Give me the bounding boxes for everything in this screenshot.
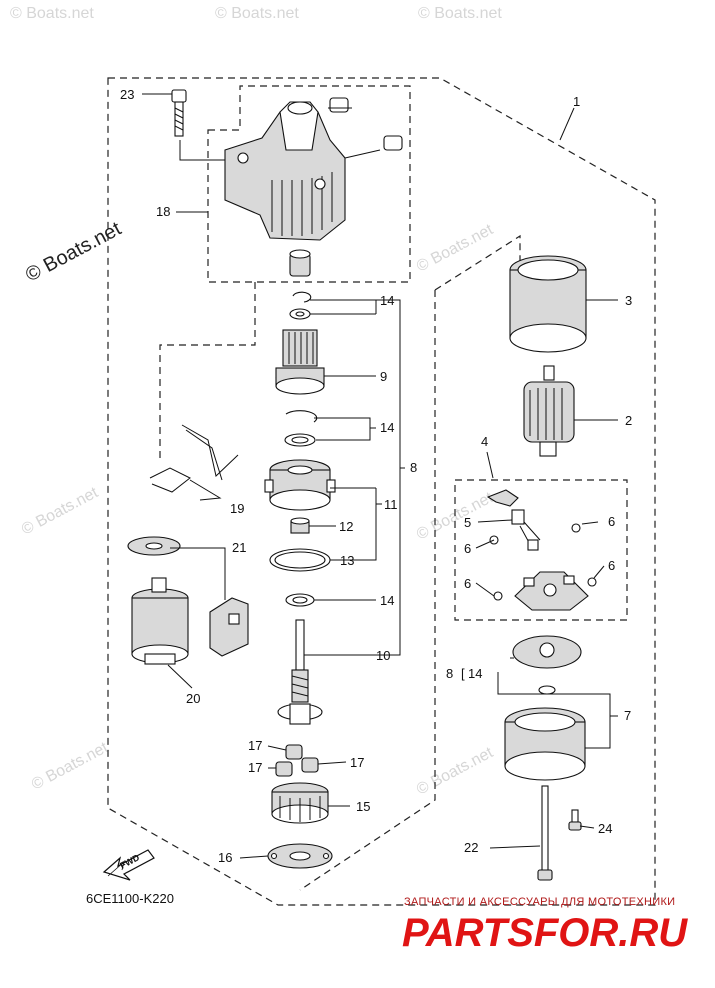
assembly-1-outline <box>107 77 656 906</box>
callout-5: 5 <box>464 515 471 530</box>
callout-13: 13 <box>340 553 354 568</box>
part-19-spring <box>149 424 239 493</box>
watermark: © Boats.net <box>10 5 94 22</box>
callout-8: 8 <box>446 666 453 681</box>
part-5-brush-lead <box>486 489 541 551</box>
callout-2: 2 <box>625 413 632 428</box>
callout-7: 7 <box>624 708 631 723</box>
leader <box>179 140 240 161</box>
assembly-guide-right-lower <box>299 290 436 891</box>
part-3-yoke <box>509 255 587 353</box>
part-9-pinion-gear <box>275 329 325 395</box>
watermark: © Boats.net <box>215 5 299 22</box>
callout-bracket: [ <box>461 666 465 681</box>
callout-6: 6 <box>464 576 471 591</box>
callout-6: 6 <box>608 514 615 529</box>
callout-17: 17 <box>248 738 262 753</box>
part-24-screw <box>568 809 582 831</box>
callout-18: 18 <box>156 204 170 219</box>
callout-14: 14 <box>380 293 394 308</box>
watermark-layer: © Boats.net © Boats.net © Boats.net © Bo… <box>10 5 502 799</box>
watermark: © Boats.net <box>418 5 502 22</box>
assembly-4-outline <box>454 479 628 621</box>
callout-20: 20 <box>186 691 200 706</box>
brand-logo-text: PARTSFOR.RU <box>402 911 688 955</box>
part-14-washer-hole <box>292 596 308 604</box>
part-20-solenoid <box>131 577 189 665</box>
diagram-code: 6CE1100-K220 <box>86 891 174 906</box>
callout-6: 6 <box>608 558 615 573</box>
callout-9: 9 <box>380 369 387 384</box>
watermark: © Boats.net <box>414 221 496 276</box>
callout-23: 23 <box>120 87 134 102</box>
callout-14: 14 <box>380 593 394 608</box>
callout-6: 6 <box>464 541 471 556</box>
part-15-internal-gear <box>271 782 329 824</box>
brand-tagline: ЗАПЧАСТИ И АКСЕССУАРЫ ДЛЯ МОТОТЕХНИКИ <box>404 896 675 908</box>
callout-numbers: 23 18 14 9 14 8 11 12 13 14 10 17 17 17 … <box>120 87 632 865</box>
callout-4: 4 <box>481 434 488 449</box>
callout-10: 10 <box>376 648 390 663</box>
part-23-bolt <box>171 89 187 137</box>
assembly-guide-left <box>159 282 256 460</box>
part-22-through-bolt <box>537 785 553 881</box>
callout-3: 3 <box>625 293 632 308</box>
part-16-plate <box>267 843 333 869</box>
part-14-washer-hole <box>295 311 305 317</box>
watermark: © Boats.net <box>19 484 101 539</box>
part-14-washer-hole <box>291 436 309 444</box>
callout-17: 17 <box>350 755 364 770</box>
part-14-washer <box>538 685 556 695</box>
part-13-ring-inner <box>274 551 326 569</box>
assembly-18-outline <box>207 85 411 283</box>
callout-17: 17 <box>248 760 262 775</box>
part-4-brush-holder <box>514 571 589 611</box>
brand-logo: ЗАПЧАСТИ И АКСЕССУАРЫ ДЛЯ МОТОТЕХНИКИ PA… <box>402 896 688 955</box>
part-2-armature <box>523 365 575 457</box>
part-12-bushing <box>290 517 310 534</box>
part-end-plate <box>512 635 582 669</box>
callout-24: 24 <box>598 821 612 836</box>
watermark-main: © Boats.net <box>22 218 125 287</box>
callout-15: 15 <box>356 799 370 814</box>
leader <box>328 107 381 159</box>
part-7-end-cover <box>504 707 586 781</box>
part-bushing <box>289 249 311 277</box>
part-14-clip <box>285 410 318 423</box>
leader <box>167 664 193 689</box>
callout-22: 22 <box>464 840 478 855</box>
callout-21: 21 <box>232 540 246 555</box>
part-21-bracket <box>209 597 249 657</box>
callout-11: 11 <box>384 497 398 512</box>
part-11-clutch <box>264 459 336 511</box>
callout-8: 8 <box>410 460 417 475</box>
callout-16: 16 <box>218 850 232 865</box>
assembly-guide-right <box>434 234 521 300</box>
leader <box>189 479 222 501</box>
callout-14: 14 <box>380 420 394 435</box>
watermark: © Boats.net <box>414 744 496 799</box>
callout-14: 14 <box>468 666 482 681</box>
part-18-gear-housing <box>224 97 403 241</box>
callout-leaders <box>142 93 618 859</box>
callout-19: 19 <box>230 501 244 516</box>
callout-12: 12 <box>339 519 353 534</box>
part-21-gasket-hole <box>145 542 163 550</box>
leader <box>170 547 226 600</box>
part-6-screws <box>489 523 597 601</box>
watermark: © Boats.net <box>29 739 111 794</box>
part-14-circlip <box>292 291 312 303</box>
fwd-arrow-icon: FWD <box>102 849 155 881</box>
part-17-planet-gears <box>275 744 319 777</box>
part-10-drive-shaft <box>277 619 323 725</box>
callout-1: 1 <box>573 94 580 109</box>
